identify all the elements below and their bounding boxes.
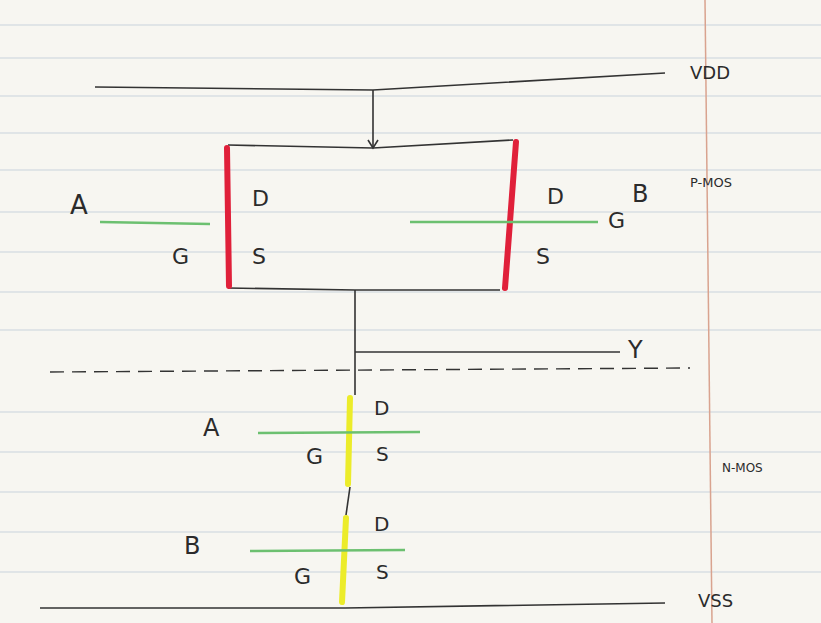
signal-label: Y [628,338,643,362]
signal-label: D [252,188,269,210]
signal-label: G [608,210,625,232]
signal-label: S [376,562,389,582]
signal-label: A [203,416,219,440]
signal-label: VSS [698,592,733,610]
nmos-channels [342,398,350,602]
signal-label: D [374,398,389,418]
margin-line [705,0,712,623]
pmos-channels [227,142,516,288]
signal-label: G [172,246,189,268]
divider-line [50,368,690,372]
signal-label: D [374,514,389,534]
wires [40,73,665,608]
ruled-lines [0,25,821,572]
signal-label: G [306,446,323,468]
signal-label: N-MOS [722,462,763,474]
signal-label: VDD [690,64,730,82]
signal-label: A [70,192,88,218]
signal-label: D [547,186,564,208]
signal-label: P-MOS [690,176,732,189]
signal-label: S [252,246,266,268]
gate-lines [100,222,598,551]
signal-label: B [632,182,648,206]
signal-label: S [536,246,550,268]
signal-label: B [184,534,200,558]
signal-label: G [294,566,311,588]
signal-label: S [376,444,389,464]
